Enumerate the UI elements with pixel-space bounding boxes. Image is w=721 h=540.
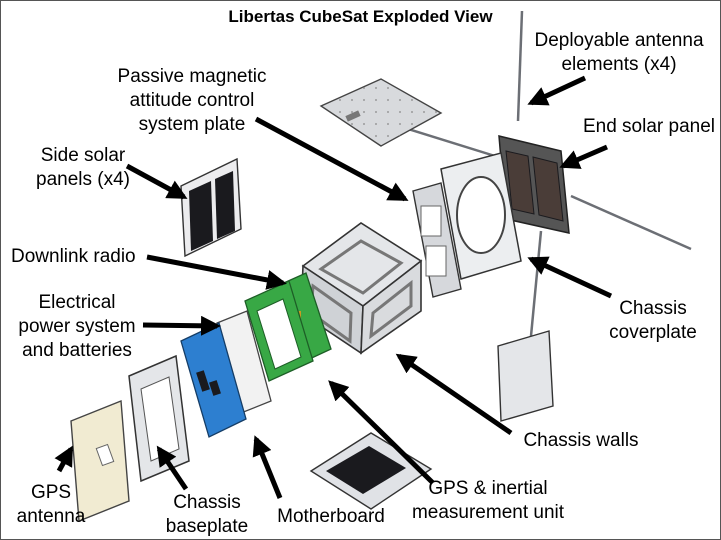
arrow-deployable-antenna: [527, 75, 587, 106]
chassis-coverplate: [440, 152, 522, 280]
arrow-gps-imu: [328, 380, 435, 485]
label-deployable-antenna: Deployable antenna elements (x4): [534, 30, 704, 75]
end-solar-panel: [498, 135, 570, 234]
passive-magnetic-plate: [319, 78, 443, 147]
label-passive-magnetic: Passive magnetic attitude control system…: [117, 66, 267, 135]
label-end-solar-panel: End solar panel: [582, 116, 716, 137]
gps-imu-board: [244, 280, 314, 382]
label-chassis-baseplate: Chassis baseplate: [165, 492, 249, 537]
arrow-chassis-baseplate: [156, 445, 189, 491]
label-electrical-power: Electrical power system and batteries: [18, 292, 136, 361]
arrow-electrical-power: [142, 315, 221, 336]
label-gps-antenna: GPS antenna: [16, 482, 86, 527]
antenna-rod: [529, 230, 543, 337]
label-motherboard: Motherboard: [277, 506, 385, 527]
side-panel-right: [497, 330, 554, 422]
arrow-end-solar-panel: [559, 144, 608, 169]
side-solar-panel: [180, 157, 242, 258]
label-side-solar-panels: Side solar panels (x4): [36, 145, 130, 190]
arrow-chassis-coverplate: [527, 256, 613, 299]
antenna-rod: [516, 10, 524, 122]
label-chassis-coverplate: Chassis coverplate: [609, 298, 697, 343]
diagram-title: Libertas CubeSat Exploded View: [228, 7, 493, 26]
label-gps-imu: GPS & inertial measurement unit: [411, 478, 565, 523]
label-downlink-radio: Downlink radio: [11, 246, 136, 267]
attitude-plate-frame: [412, 182, 462, 298]
label-chassis-walls: Chassis walls: [523, 430, 639, 451]
arrow-side-solar-panels: [125, 163, 188, 200]
arrow-chassis-walls: [395, 353, 513, 436]
antenna-rod: [570, 194, 692, 251]
arrow-passive-magnetic: [254, 116, 409, 202]
chassis-baseplate: [128, 354, 190, 483]
arrow-downlink-radio: [146, 254, 287, 290]
arrow-gps-antenna: [54, 445, 74, 473]
arrow-motherboard: [252, 435, 283, 499]
gps-antenna-panel: [70, 399, 130, 523]
